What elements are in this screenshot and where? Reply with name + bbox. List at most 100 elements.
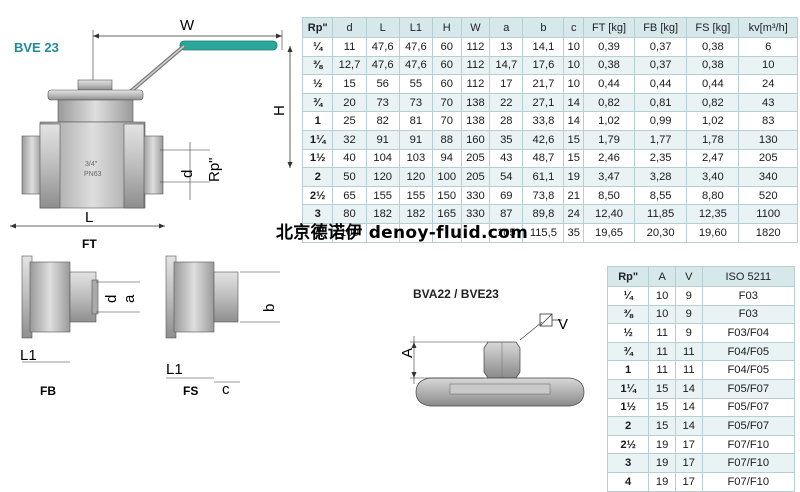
table-cell: 83 — [738, 111, 798, 131]
table-header-cell: Rp" — [301, 17, 334, 38]
table-cell: 2½ — [301, 185, 334, 206]
dim-b-label: b — [261, 304, 278, 312]
table-cell: 205 — [460, 167, 491, 187]
table-cell: 13 — [489, 37, 524, 57]
table-cell: 69 — [489, 185, 524, 206]
table-cell: F04/F05 — [701, 341, 796, 362]
table-header-cell: a — [489, 17, 524, 38]
table-cell: 17 — [674, 434, 703, 455]
table-cell: 205 — [460, 148, 491, 169]
table-cell: 10 — [648, 304, 676, 325]
table-cell: 1,77 — [634, 129, 688, 150]
table-cell: 61,1 — [522, 167, 565, 187]
table-cell: 28 — [489, 111, 524, 131]
table-cell: 0,37 — [634, 55, 688, 76]
table-header-cell: FT [kg] — [583, 17, 636, 38]
table-cell: 0,44 — [634, 74, 688, 94]
table-cell: 2,35 — [634, 148, 688, 169]
table-cell: 3,47 — [583, 167, 636, 187]
table-cell: 105 — [489, 222, 524, 243]
table-cell: 17 — [489, 74, 524, 94]
table-header-cell: A — [648, 266, 676, 287]
fs-label: FS — [183, 384, 198, 398]
table-cell — [431, 222, 462, 243]
table-cell: 340 — [738, 167, 798, 187]
table-cell: 73 — [365, 92, 400, 113]
table-cell: 43 — [738, 92, 798, 113]
table-cell: 100 — [332, 222, 367, 243]
dim-l1-fs-label: L1 — [166, 361, 183, 378]
table-cell: 8,55 — [634, 185, 688, 206]
table-cell: 10 — [738, 55, 798, 76]
table-cell: 3,28 — [634, 167, 688, 187]
table-cell: 32 — [332, 129, 367, 150]
table-cell: 24 — [563, 204, 585, 224]
table-cell — [460, 222, 491, 243]
table-cell: 60 — [431, 74, 462, 94]
table-cell: 11 — [648, 341, 676, 362]
table-cell: 0,99 — [634, 111, 688, 131]
table-cell: 6 — [738, 37, 798, 57]
table-cell: 0,37 — [634, 37, 688, 57]
table-cell: 17 — [674, 471, 703, 492]
table-cell: 15 — [563, 129, 585, 150]
table-cell: 155 — [365, 185, 400, 206]
table-cell: 0,38 — [686, 37, 740, 57]
table-header-cell: V — [674, 266, 703, 287]
table-cell: 150 — [431, 185, 462, 206]
table-cell: 1¼ — [301, 129, 334, 150]
ft-label: FT — [82, 237, 97, 251]
table-cell: 3,40 — [686, 167, 740, 187]
dim-w-label: W — [180, 17, 195, 34]
table-cell: F05/F07 — [701, 397, 796, 418]
table-cell: 19,60 — [686, 222, 740, 243]
dim-d-fb-label: d — [103, 295, 120, 303]
table-header-cell: d — [332, 17, 367, 38]
table-cell: 1 — [301, 111, 334, 131]
table-header-cell: W — [460, 17, 491, 38]
mounting-drawing: V A — [399, 313, 585, 407]
table-cell: F03 — [701, 304, 796, 325]
dim-l-label: L — [85, 209, 93, 226]
table-cell: 11 — [332, 37, 367, 57]
table-cell: ½ — [606, 323, 650, 343]
table-cell: 12,35 — [686, 204, 740, 224]
table-cell: 4 — [301, 222, 334, 243]
table-cell: 47,6 — [365, 37, 400, 57]
table-cell: 73 — [398, 92, 433, 113]
table-cell: 27,1 — [522, 92, 565, 113]
table-cell: 19 — [563, 167, 585, 187]
table-cell — [398, 222, 433, 243]
table-cell: F03 — [701, 286, 796, 306]
table-cell: 33,8 — [522, 111, 565, 131]
table-cell: 1,02 — [686, 111, 740, 131]
table-cell: 120 — [365, 167, 400, 187]
table-cell: 14 — [674, 397, 703, 418]
table-cell: 0,82 — [686, 92, 740, 113]
table-cell: 20 — [332, 92, 367, 113]
table-header-cell: H — [431, 17, 462, 38]
bva-title: BVA22 / BVE23 — [413, 287, 499, 301]
table-cell: 40 — [332, 148, 367, 169]
table-cell: ⅜ — [606, 304, 650, 325]
svg-text:3/4": 3/4" — [85, 161, 98, 168]
table-cell: 14,1 — [522, 37, 565, 57]
table-cell: 11 — [674, 360, 703, 380]
table-cell: 1,79 — [583, 129, 636, 150]
table-cell: 120 — [398, 167, 433, 187]
table-header-cell: ISO 5211 — [701, 266, 796, 287]
table-cell: 103 — [398, 148, 433, 169]
table-cell: 2,47 — [686, 148, 740, 169]
table-cell: 48,7 — [522, 148, 565, 169]
table-cell: 50 — [332, 167, 367, 187]
table-cell: 182 — [365, 204, 400, 224]
table-header-cell: kv[m³/h] — [738, 17, 798, 38]
